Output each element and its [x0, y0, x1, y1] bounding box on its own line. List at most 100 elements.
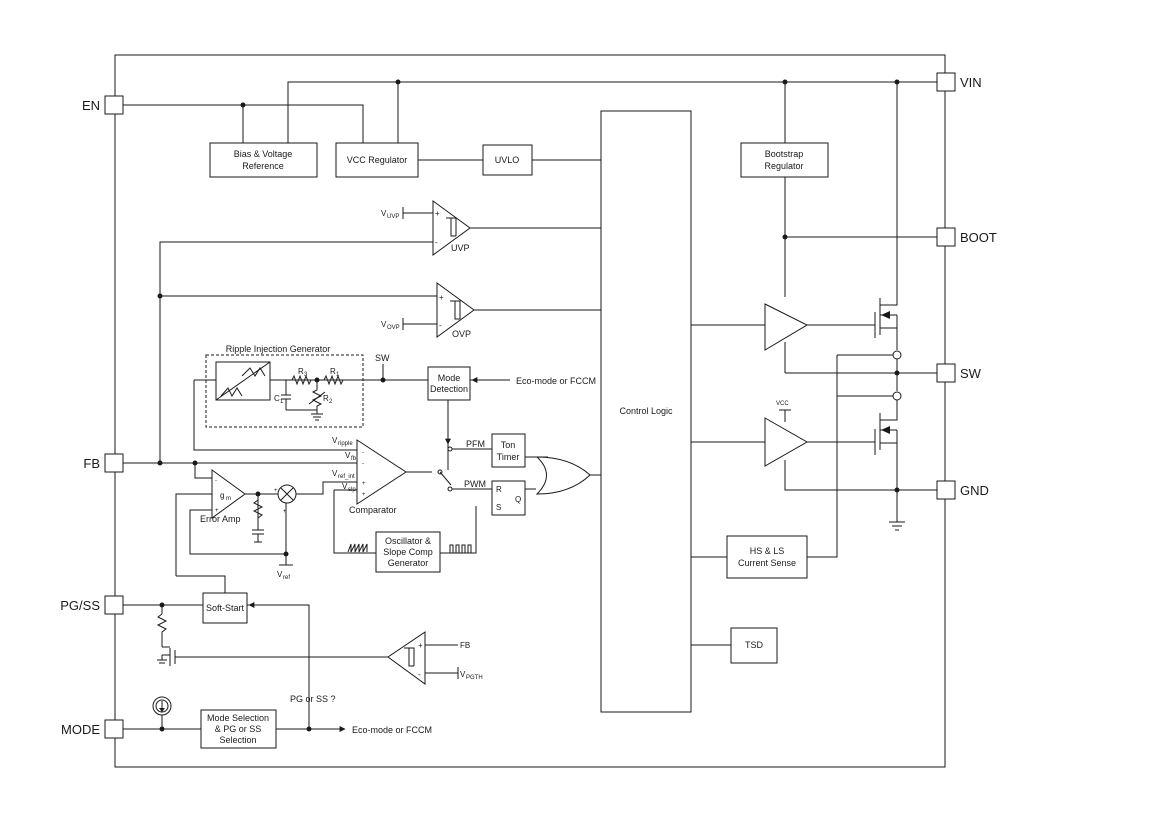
- arrow-wires: [248, 377, 510, 732]
- pin-label-boot: BOOT: [960, 230, 997, 245]
- v-ovp-main: V: [381, 320, 387, 329]
- resistor-r1: [323, 374, 344, 386]
- low-side-driver: [764, 417, 809, 467]
- ton-timer-block: Ton Timer: [491, 433, 526, 468]
- pin-vin: [936, 72, 956, 92]
- vcc-regulator-label: VCC Regulator: [347, 155, 408, 165]
- v-pgth-main: V: [460, 670, 466, 679]
- r2-label-sub: 2: [329, 399, 333, 405]
- error-amplifier: - + g m Error Amp: [200, 469, 264, 543]
- pin-labels: EN VIN BOOT SW GND FB PG/SS MODE: [60, 75, 997, 737]
- sum-plus-bottom: +: [283, 509, 287, 515]
- mode-detection-block: Mode Detection: [427, 366, 471, 401]
- uvp-comparator: + - UVP V UVP: [381, 200, 471, 256]
- uvlo-block: UVLO: [482, 144, 533, 176]
- ovp-minus: -: [439, 321, 442, 330]
- bias-reference-block: Bias & Voltage Reference: [209, 142, 318, 178]
- flipflop-s-label: S: [496, 503, 501, 512]
- current-source-icon: [152, 696, 172, 719]
- ground-symbol: [889, 521, 905, 531]
- chip-outline: [114, 54, 946, 768]
- pwm-label: PWM: [464, 479, 486, 489]
- ea-plus: +: [215, 508, 219, 514]
- r1-label-main: R: [330, 367, 336, 376]
- resistor-r2: [311, 380, 323, 414]
- ripple-generator-title: Ripple Injection Generator: [226, 344, 331, 354]
- pg-nmos: [157, 646, 176, 666]
- pin-label-mode: MODE: [61, 722, 100, 737]
- v-fb-sub: fb: [351, 456, 357, 462]
- error-amp-label: Error Amp: [200, 514, 241, 524]
- ovp-plus: +: [439, 293, 444, 302]
- ton-timer-label-line1: Ton: [501, 440, 516, 450]
- pin-fb: [104, 453, 124, 473]
- control-logic-label: Control Logic: [619, 406, 673, 416]
- eco-fccm-label-bottom: Eco-mode or FCCM: [352, 725, 432, 735]
- r2-label-main: R: [323, 394, 329, 403]
- mode-detection-label-line1: Mode: [438, 373, 461, 383]
- uvp-label: UVP: [451, 243, 470, 253]
- flipflop-q-label: Q: [515, 495, 521, 504]
- tsd-block: TSD: [730, 627, 778, 664]
- pins: [104, 72, 956, 739]
- rs-flipflop-block: R S Q: [491, 480, 526, 516]
- sum-plus-left: +: [274, 488, 278, 494]
- oscillator-label-line1: Oscillator &: [385, 536, 431, 546]
- pin-label-pg-ss: PG/SS: [60, 598, 100, 613]
- pin-boot: [936, 227, 956, 247]
- junction-dots: [157, 79, 900, 732]
- pin-label-vin: VIN: [960, 75, 982, 90]
- flipflop-r-label: R: [496, 485, 502, 494]
- pin-label-en: EN: [82, 98, 100, 113]
- mode-detection-label-line2: Detection: [430, 384, 468, 394]
- compensation-capacitor: [252, 529, 264, 542]
- wires: [123, 81, 937, 730]
- uvlo-label: UVLO: [495, 155, 520, 165]
- pin-en: [104, 95, 124, 115]
- current-sense-label-line2: Current Sense: [738, 558, 796, 568]
- compensation-resistor: [252, 499, 264, 530]
- sense-node-ls: [892, 391, 902, 401]
- v-uvp-sub: UVP: [387, 214, 399, 220]
- pin-label-fb: FB: [83, 456, 100, 471]
- pfm-label: PFM: [466, 439, 485, 449]
- comp-plus-2: +: [362, 492, 366, 498]
- soft-start-block: Soft-Start: [202, 592, 248, 624]
- ripple-injection-generator: Ripple Injection Generator R 3 R 1 C 1 R…: [205, 344, 364, 428]
- pulse-wave-icon: [449, 544, 472, 554]
- summing-node: + +: [274, 484, 297, 515]
- v-slp-sub: slp: [348, 487, 356, 493]
- v-ripple-sub: ripple: [338, 441, 353, 447]
- vcc-regulator-block: VCC Regulator: [335, 142, 419, 178]
- ovp-comparator: + - OVP V OVP: [381, 282, 475, 339]
- pg-or-ss-label: PG or SS ?: [290, 694, 336, 704]
- pg-resistor: [156, 613, 168, 634]
- v-ovp-sub: OVP: [387, 325, 400, 331]
- ovp-label: OVP: [452, 329, 471, 339]
- comp-minus-1: -: [362, 450, 364, 456]
- pg-comparator: + - FB V PGTH: [387, 631, 483, 685]
- tsd-label: TSD: [745, 640, 764, 650]
- v-refint-sub: ref_int: [338, 474, 355, 480]
- r3-label-main: R: [298, 367, 304, 376]
- high-side-driver: [764, 303, 809, 351]
- v-uvp-main: V: [381, 209, 387, 218]
- control-logic-block: Control Logic: [600, 110, 692, 713]
- oscillator-label-line3: Generator: [388, 558, 429, 568]
- soft-start-label: Soft-Start: [206, 603, 245, 613]
- oscillator-label-line2: Slope Comp: [383, 547, 433, 557]
- mode-selection-block: Mode Selection & PG or SS Selection: [200, 709, 277, 749]
- or-gate: [535, 456, 591, 495]
- eco-fccm-label-top: Eco-mode or FCCM: [516, 376, 596, 386]
- high-side-mosfet: [860, 298, 898, 338]
- fb-input-label: FB: [460, 641, 470, 650]
- sw-node-label: SW: [375, 353, 390, 363]
- current-sense-label-line1: HS & LS: [750, 546, 785, 556]
- v-pgth-sub: PGTH: [466, 675, 483, 681]
- gm-main: g: [220, 491, 224, 500]
- oscillator-block: Oscillator & Slope Comp Generator: [375, 531, 441, 573]
- v-ref-sub: ref: [283, 575, 290, 581]
- current-sense-block: HS & LS Current Sense: [726, 535, 808, 579]
- bias-label-line1: Bias & Voltage: [234, 149, 293, 159]
